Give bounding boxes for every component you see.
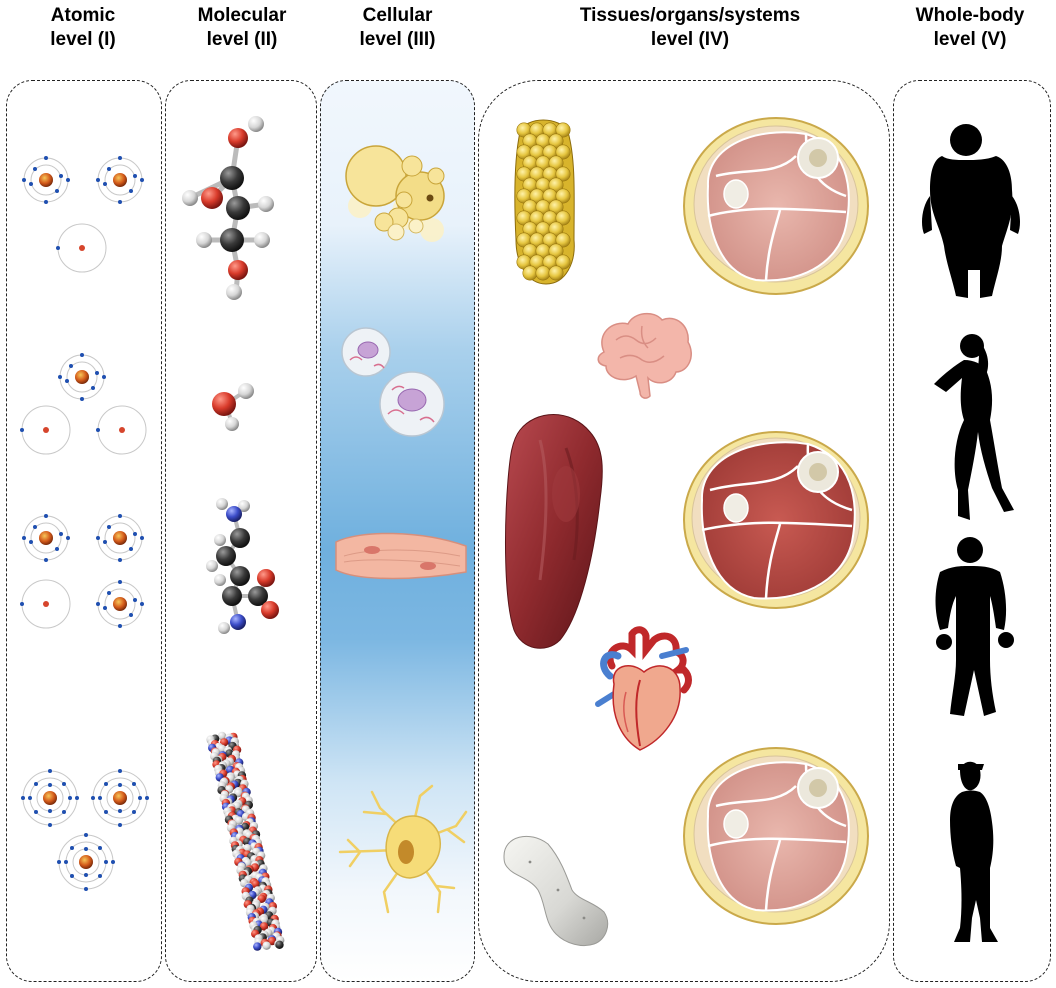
atom-icon [21, 155, 71, 205]
panel-tissues [478, 80, 890, 982]
protein-helix-icon [206, 731, 285, 951]
person-silhouette-icon [935, 537, 1014, 716]
atom-icon [95, 155, 145, 205]
adipocyte-icon [345, 145, 445, 242]
water-molecule-icon [212, 383, 254, 431]
atom-icon [90, 768, 150, 828]
panel-molecular [165, 80, 317, 982]
atom-icon [56, 832, 116, 892]
atom-group-1 [21, 155, 145, 273]
adipose-tissue-icon [514, 119, 575, 285]
title-line-2: level (II) [206, 29, 278, 50]
atom-icon [19, 405, 71, 455]
thigh-cross-section-icon [682, 430, 870, 610]
atom-icon [95, 579, 145, 629]
atom-icon [95, 513, 145, 563]
atom-group-2 [19, 352, 147, 455]
atom-icon [95, 405, 147, 455]
bone-icon [503, 835, 609, 947]
stem-cell-icon [341, 327, 445, 437]
person-silhouette-icon [922, 124, 1020, 298]
column-title-molecular: Molecular level (II) [166, 4, 318, 52]
title-line-1: Whole-body [915, 5, 1025, 26]
atom-icon [57, 352, 107, 402]
heart-icon [595, 626, 692, 751]
title-line-1: Molecular [197, 5, 287, 26]
panel-whole-body [893, 80, 1051, 982]
atom-icon [19, 579, 71, 629]
atom-icon [21, 513, 71, 563]
amino-acid-molecule-icon [206, 498, 279, 634]
brain-icon [597, 312, 692, 399]
column-title-cellular: Cellular level (III) [320, 4, 475, 52]
thigh-cross-section-icon [682, 746, 870, 926]
title-line-2: level (IV) [650, 29, 730, 50]
person-silhouette-icon [950, 761, 998, 942]
title-line-2: level (I) [50, 29, 116, 50]
atom-icon [20, 768, 80, 828]
neuron-cell-icon [338, 784, 468, 914]
atom-icon [55, 223, 107, 273]
person-silhouette-icon [934, 334, 1014, 520]
atom-group-4 [20, 768, 150, 892]
column-title-tissues: Tissues/organs/systems level (IV) [520, 4, 860, 52]
muscle-fiber-icon [335, 532, 467, 580]
title-line-2: level (V) [933, 29, 1007, 50]
panel-atomic [6, 80, 162, 982]
title-line-1: Atomic [50, 5, 116, 26]
title-line-1: Tissues/organs/systems [579, 5, 801, 26]
thigh-cross-section-icon [682, 116, 870, 296]
column-title-atomic: Atomic level (I) [8, 4, 158, 52]
muscle-organ-icon [505, 414, 603, 649]
atom-group-3 [19, 513, 145, 629]
column-title-whole-body: Whole-body level (V) [890, 4, 1050, 52]
title-line-2: level (III) [359, 29, 436, 50]
title-line-1: Cellular [362, 5, 433, 26]
glycerol-molecule-icon [182, 116, 274, 300]
